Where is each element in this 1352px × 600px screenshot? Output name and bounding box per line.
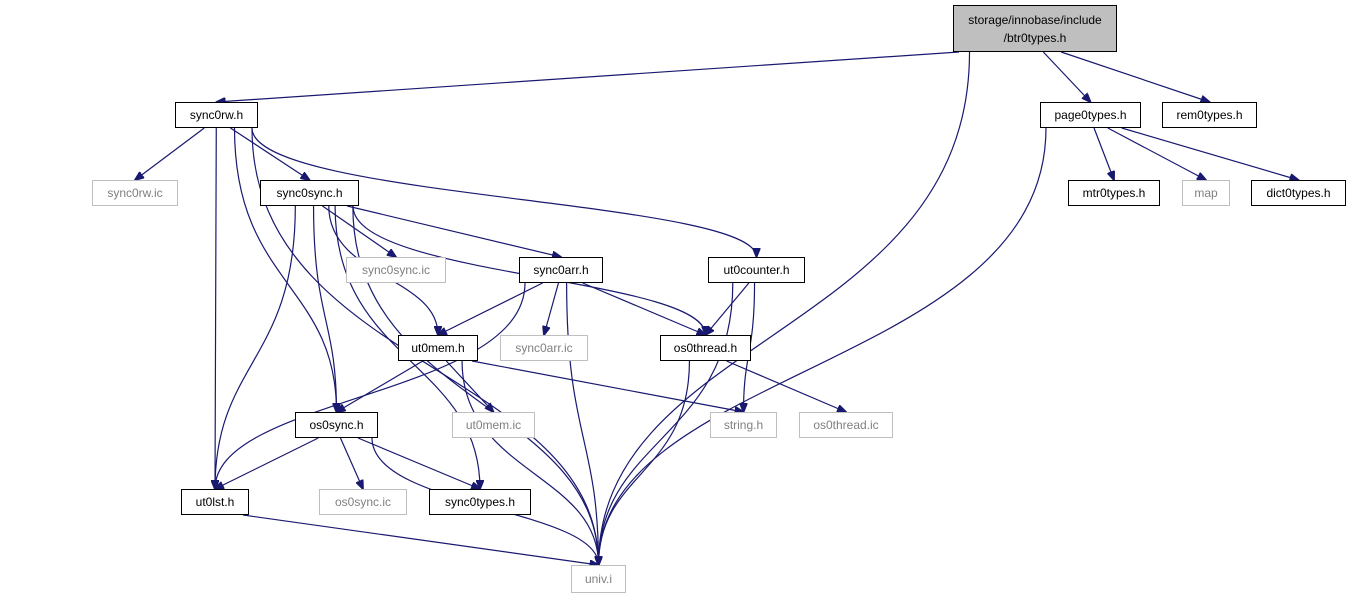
- node-os0sync-ic: os0sync.ic: [319, 489, 407, 515]
- edge-ut0mem-to-ut0mem_ic: [445, 360, 493, 412]
- edge-btr0types-to-page0types: [1042, 51, 1090, 102]
- edge-btr0types-to-sync0rw: [217, 51, 960, 102]
- edge-sync0rw-to-ut0lst: [215, 127, 216, 489]
- node-dict0types-h[interactable]: dict0types.h: [1251, 180, 1346, 206]
- edge-os0sync-to-sync0types: [357, 437, 480, 489]
- node-string-h: string.h: [710, 412, 777, 438]
- node-sync0sync-h[interactable]: sync0sync.h: [260, 180, 359, 206]
- node-rem0types-h[interactable]: rem0types.h: [1162, 102, 1257, 128]
- node-mtr0types-h[interactable]: mtr0types.h: [1068, 180, 1160, 206]
- node-sync0rw-h[interactable]: sync0rw.h: [175, 102, 258, 128]
- node-sync0types-h[interactable]: sync0types.h: [429, 489, 531, 515]
- node-ut0counter-h[interactable]: ut0counter.h: [708, 257, 805, 283]
- edge-os0thread-to-univ: [599, 360, 691, 565]
- node-sync0arr-ic: sync0arr.ic: [500, 335, 588, 361]
- edge-sync0rw-to-os0sync: [233, 127, 337, 412]
- node-ut0mem-h[interactable]: ut0mem.h: [398, 335, 478, 361]
- edge-page0types-to-dict0types: [1121, 127, 1299, 180]
- edge-sync0rw-to-sync0sync: [230, 127, 309, 180]
- node-os0sync-h[interactable]: os0sync.h: [295, 412, 378, 438]
- edge-sync0arr-to-ut0mem: [438, 282, 543, 335]
- edge-sync0arr-to-univ: [566, 282, 599, 565]
- edge-os0thread-to-os0thread_ic: [726, 360, 846, 412]
- edge-os0sync-to-os0sync_ic: [339, 437, 363, 489]
- node-sync0arr-h[interactable]: sync0arr.h: [519, 257, 603, 283]
- node-os0thread-h[interactable]: os0thread.h: [660, 335, 751, 361]
- edge-page0types-to-map: [1107, 127, 1206, 180]
- node-map: map: [1182, 180, 1230, 206]
- edge-ut0counter-to-os0thread: [706, 282, 750, 335]
- node-page0types-h[interactable]: page0types.h: [1040, 102, 1141, 128]
- edge-page0types-to-mtr0types: [1093, 127, 1114, 180]
- edge-ut0lst-to-univ: [242, 514, 599, 565]
- edge-sync0arr-to-os0thread: [582, 282, 706, 335]
- node-univ-i: univ.i: [571, 565, 626, 593]
- node-sync0rw-ic: sync0rw.ic: [92, 180, 178, 206]
- node-ut0lst-h[interactable]: ut0lst.h: [181, 489, 249, 515]
- node-os0thread-ic: os0thread.ic: [799, 412, 893, 438]
- edge-sync0sync-to-sync0arr: [347, 205, 561, 257]
- edge-sync0arr-to-sync0arr_ic: [544, 282, 560, 335]
- edge-sync0rw-to-sync0rw_ic: [135, 127, 205, 180]
- edge-sync0sync-to-ut0lst: [215, 205, 296, 489]
- dependency-edges: [135, 51, 1299, 565]
- node-btr0types-h: storage/innobase/include /btr0types.h: [953, 5, 1117, 52]
- node-sync0sync-ic: sync0sync.ic: [346, 257, 446, 283]
- edge-page0types-to-univ: [599, 127, 1047, 565]
- edge-btr0types-to-rem0types: [1060, 51, 1209, 102]
- edge-sync0sync-to-sync0sync_ic: [322, 205, 396, 257]
- edge-sync0sync-to-os0sync: [312, 205, 337, 412]
- edge-sync0rw-to-ut0counter: [251, 127, 757, 257]
- edge-ut0mem-to-univ: [461, 360, 598, 565]
- edge-btr0types-to-univ: [599, 51, 971, 565]
- edge-sync0arr-to-ut0lst: [215, 282, 526, 489]
- edge-sync0rw-to-univ: [251, 127, 599, 565]
- edge-ut0mem-to-string: [471, 360, 744, 412]
- edge-os0sync-to-ut0lst: [215, 437, 319, 489]
- edge-ut0mem-to-os0sync: [337, 360, 424, 412]
- node-ut0mem-ic: ut0mem.ic: [452, 412, 535, 438]
